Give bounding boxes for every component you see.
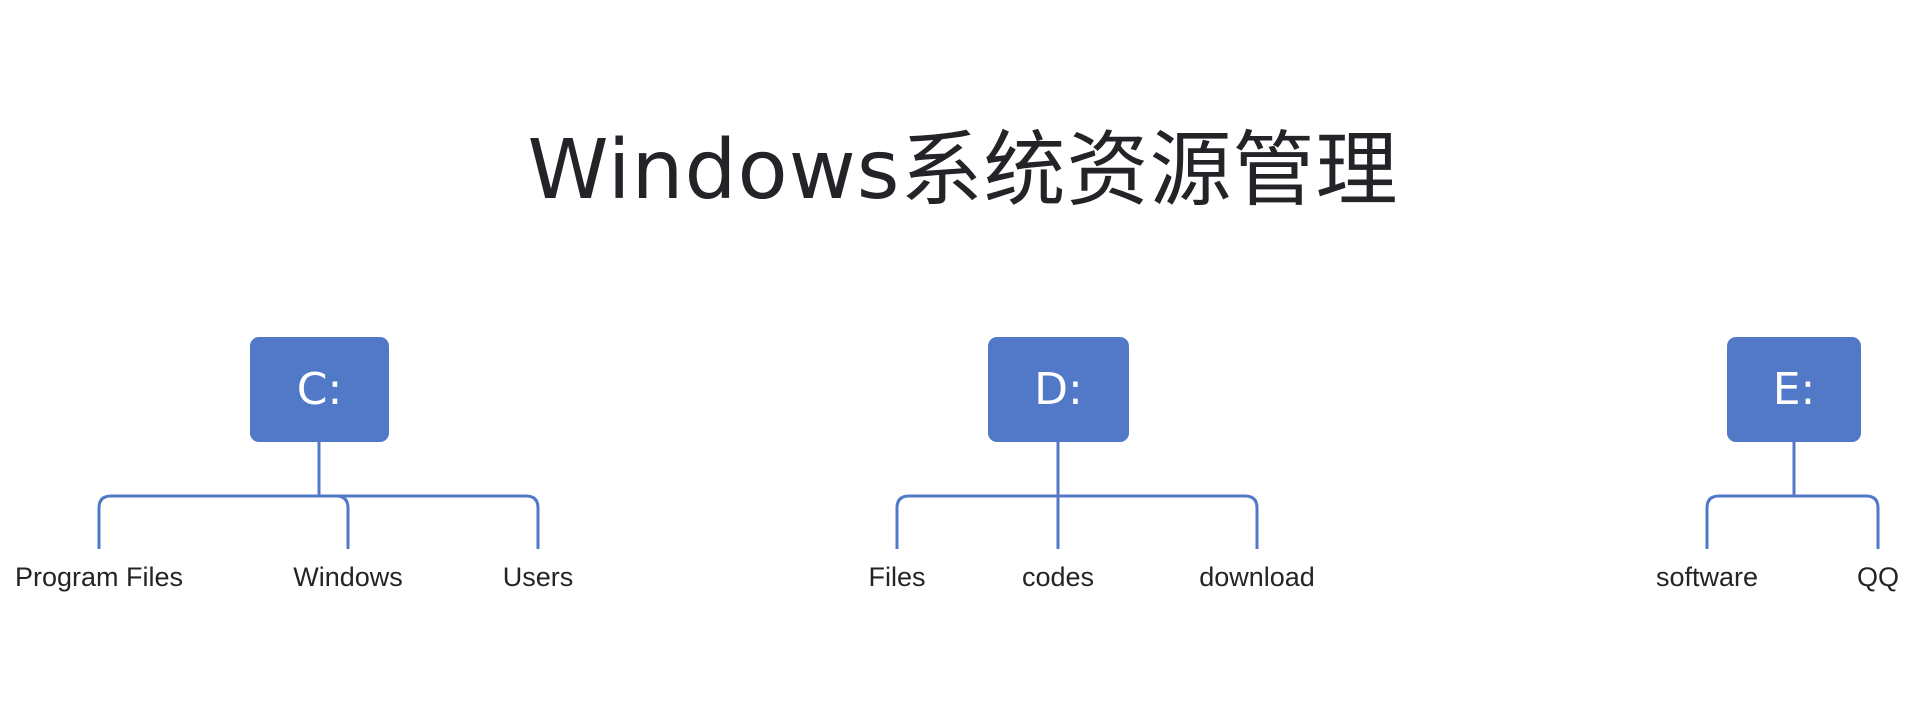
- connector-bar-d: [895, 494, 1259, 549]
- folder-codes: codes: [1021, 562, 1095, 592]
- connector-bar-e: [1705, 494, 1880, 549]
- folder-download: download: [1199, 562, 1315, 592]
- folder-program-files: Program Files: [14, 562, 184, 592]
- connector-drop-c-1: [335, 494, 350, 549]
- drive-node-e: E:: [1727, 337, 1861, 442]
- folder-software: software: [1655, 562, 1759, 592]
- folder-users: Users: [502, 562, 574, 592]
- drive-node-d: D:: [988, 337, 1129, 442]
- folder-files: Files: [868, 562, 926, 592]
- folder-windows: Windows: [293, 562, 403, 592]
- folder-qq: QQ: [1856, 562, 1899, 592]
- drive-node-c: C:: [250, 337, 389, 442]
- diagram-title: Windows系统资源管理: [527, 123, 1399, 218]
- connector-bar-c: [97, 494, 540, 549]
